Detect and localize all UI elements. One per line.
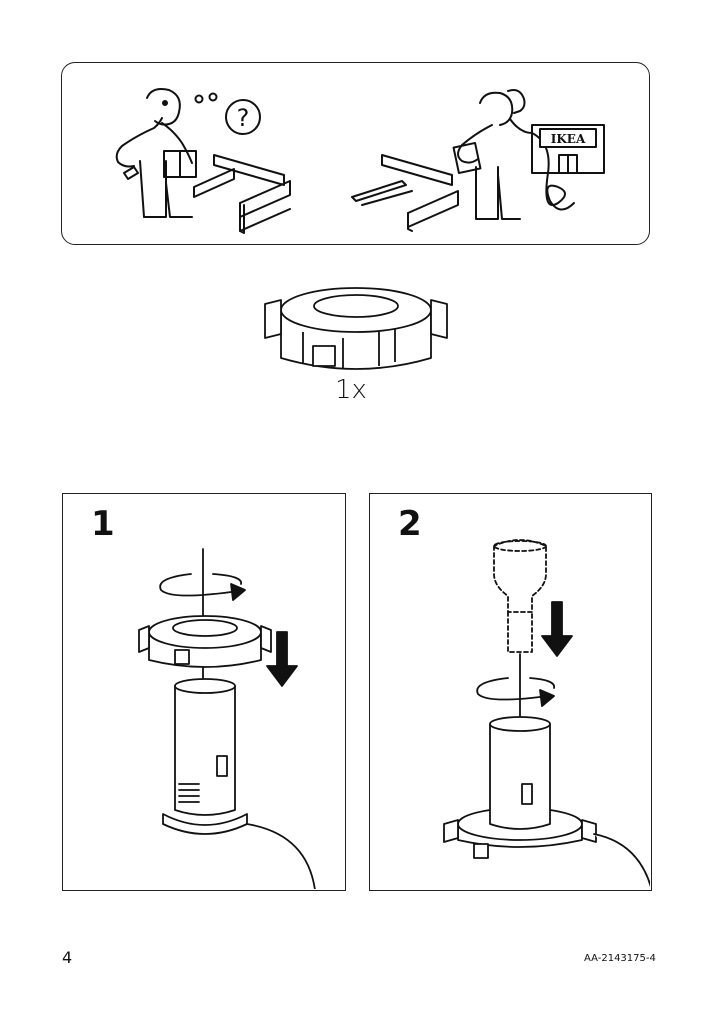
step-1-illustration (138, 548, 316, 889)
page-number: 4 (62, 948, 73, 967)
step-number: 2 (398, 504, 422, 544)
parts-overview: 1x (255, 278, 455, 408)
light-bulb-icon (493, 539, 547, 653)
document-code: AA-2143175-4 (584, 953, 656, 964)
rotate-arrow-icon (476, 677, 549, 701)
step-1-panel: 1 (62, 493, 346, 891)
help-illustration: ? IKEA (115, 88, 605, 234)
step-number: 1 (91, 504, 115, 544)
thought-dot-icon (194, 94, 204, 104)
thought-dot-icon (208, 92, 218, 102)
part-quantity: 1x (335, 375, 367, 405)
confused-person-icon (115, 88, 197, 218)
rotate-arrow-icon (159, 573, 232, 597)
down-arrow-icon (541, 601, 573, 657)
lamp-socket-icon (443, 716, 650, 889)
store-sign: IKEA (551, 132, 586, 146)
help-panel: ? IKEA (61, 62, 650, 245)
step-2-panel: 2 (369, 493, 652, 891)
step-2-illustration (443, 539, 650, 889)
lamp-socket-icon (162, 678, 316, 889)
ring-nut-icon (138, 615, 272, 668)
furniture-parts-icon (351, 154, 459, 232)
question-mark: ? (237, 104, 250, 132)
phone-person-icon (452, 89, 575, 220)
ring-nut-icon (264, 287, 448, 370)
question-bubble-icon (225, 99, 261, 135)
down-arrow-icon (266, 631, 298, 687)
furniture-parts-icon (193, 154, 291, 234)
store-icon (531, 124, 605, 174)
